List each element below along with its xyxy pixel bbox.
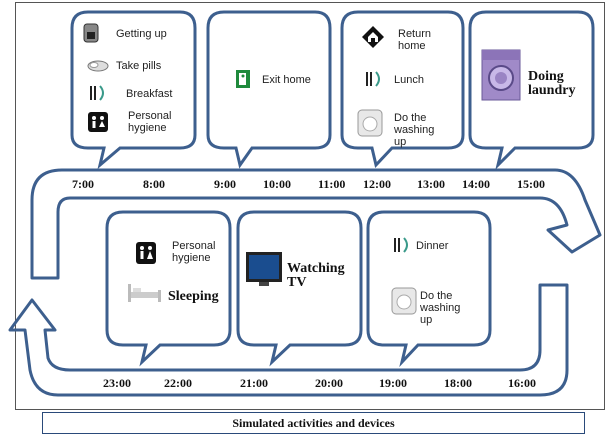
- caption: Simulated activities and devices: [232, 415, 395, 430]
- diagram-frame: [15, 2, 605, 410]
- bubble-night: [105, 210, 232, 367]
- time-label: 11:00: [318, 177, 346, 191]
- tv-icon: [246, 252, 282, 286]
- label-do-the-washing-up: Do the washing up: [394, 112, 435, 148]
- home-icon: [362, 26, 384, 48]
- label-take-pills: Take pills: [116, 60, 162, 72]
- coffee-machine-icon: [83, 23, 99, 43]
- label-personal-hygiene-night: Personal hygiene: [172, 240, 216, 264]
- label-doing-laundry: Doing laundry: [528, 69, 576, 98]
- bubble-exit: [206, 10, 332, 169]
- washing-machine-icon: [481, 49, 521, 101]
- label-sleeping: Sleeping: [168, 289, 219, 304]
- label-do-the-washing-up-evening: Do the washing up: [420, 290, 461, 326]
- label-personal-hygiene: Personal hygiene: [128, 110, 172, 134]
- toilet-icon: [88, 112, 108, 132]
- bubble-evening: [366, 210, 492, 368]
- time-label: 8:00: [143, 177, 165, 191]
- exit-sign-icon: [236, 70, 250, 88]
- time-label: 12:00: [363, 177, 391, 191]
- bubble-tv: [236, 210, 363, 367]
- label-breakfast: Breakfast: [126, 88, 173, 100]
- time-label: 21:00: [240, 376, 268, 390]
- label-lunch: Lunch: [394, 74, 424, 86]
- time-label: 20:00: [315, 376, 343, 390]
- time-label: 22:00: [164, 376, 192, 390]
- time-label: 15:00: [517, 177, 545, 191]
- caption-box: Simulated activities and devices: [42, 412, 585, 434]
- time-label: 13:00: [417, 177, 445, 191]
- time-label: 9:00: [214, 177, 236, 191]
- timeline-loop-bottom: [8, 283, 569, 397]
- label-watching-tv: Watching TV: [287, 261, 345, 290]
- cutlery-icon: [366, 71, 380, 87]
- time-label: 10:00: [263, 177, 291, 191]
- pills-icon: [87, 60, 109, 72]
- label-getting-up: Getting up: [116, 28, 167, 40]
- time-label: 16:00: [508, 376, 536, 390]
- toilet-icon: [136, 242, 156, 264]
- bed-icon: [128, 284, 161, 302]
- cutlery-icon: [90, 85, 104, 101]
- label-return-home: Return home: [398, 28, 432, 52]
- time-label: 18:00: [444, 376, 472, 390]
- dishwasher-icon: [391, 287, 417, 315]
- time-label: 7:00: [72, 177, 94, 191]
- cutlery-icon: [394, 237, 408, 253]
- time-label: 14:00: [462, 177, 490, 191]
- time-label: 19:00: [379, 376, 407, 390]
- timeline-loop-top: [30, 168, 602, 280]
- label-exit-home: Exit home: [262, 74, 311, 86]
- dishwasher-icon: [357, 109, 383, 137]
- time-label: 23:00: [103, 376, 131, 390]
- label-dinner: Dinner: [416, 240, 449, 252]
